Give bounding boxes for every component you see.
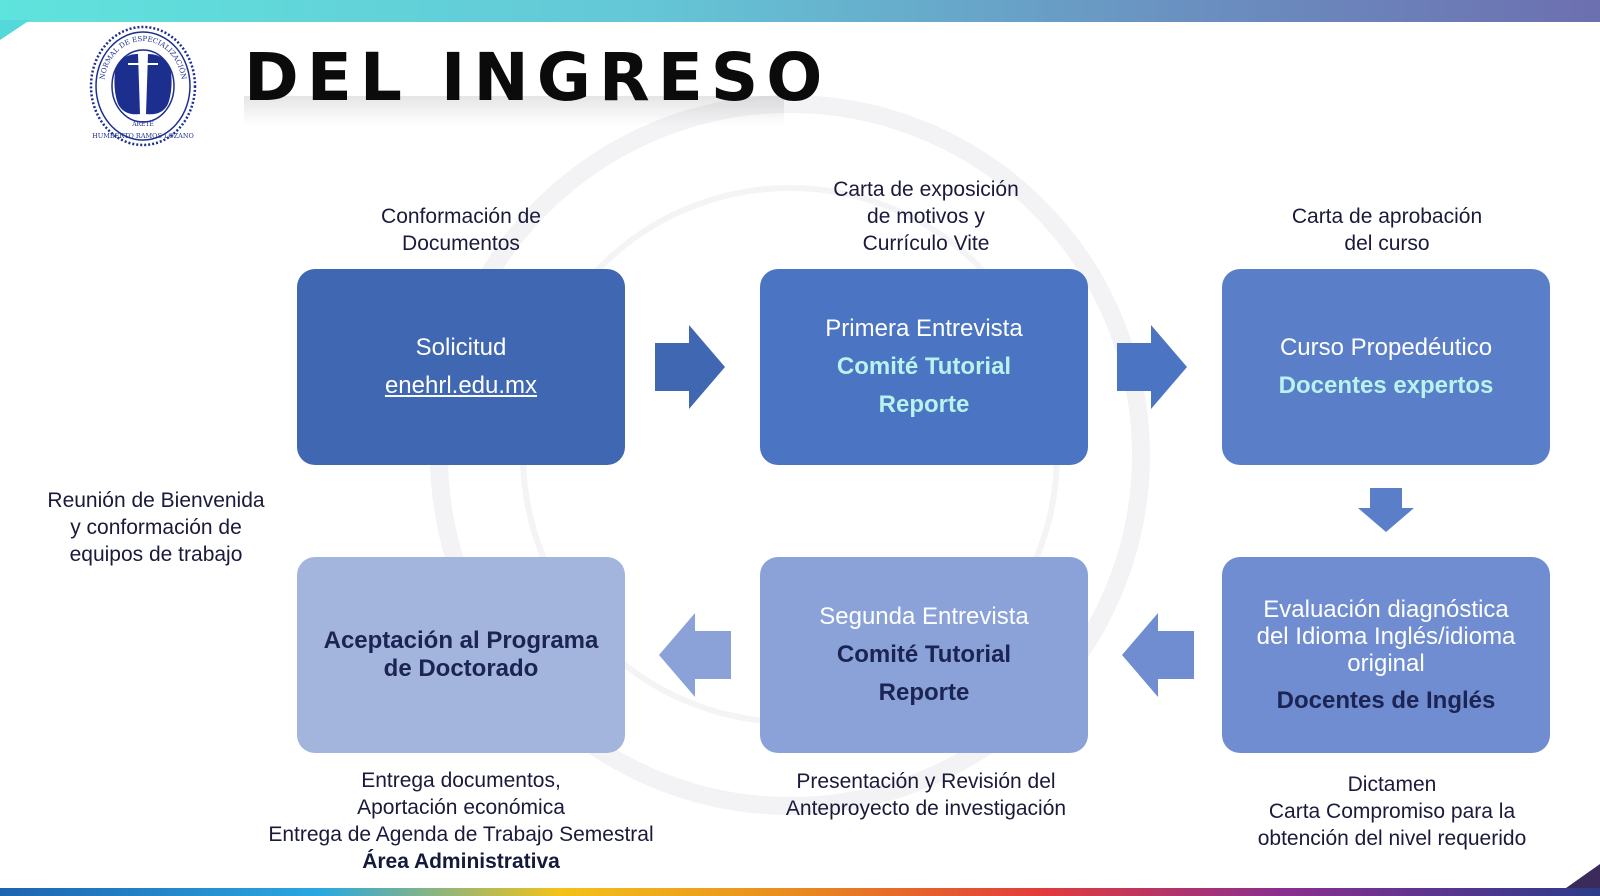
box-title: Primera Entrevista [825, 315, 1023, 342]
top-gradient-bar [0, 0, 1600, 22]
arrow-left-icon [1122, 613, 1194, 697]
caption-step6-bottom: Entrega documentos, Aportación económica… [232, 767, 690, 875]
box-title: Segunda Entrevista [819, 603, 1029, 630]
caption-line: Carta de exposición [833, 178, 1019, 201]
caption-line: Carta Compromiso para la [1268, 800, 1516, 823]
bottom-color-bar [0, 888, 1600, 896]
caption-line: y conformación de [70, 516, 242, 539]
caption-line: Aportación económica [357, 796, 565, 819]
caption-line: obtención del nivel requerido [1257, 827, 1527, 850]
caption-line: Carta de aprobación [1291, 205, 1483, 228]
caption-line: Documentos [402, 232, 520, 255]
box-title: Aceptación al Programa [323, 627, 599, 654]
caption-line: de motivos y [867, 205, 985, 228]
caption-step3-top: Carta de aprobación del curso [1222, 203, 1552, 257]
arrow-right-icon [655, 325, 725, 409]
caption-line: Conformación de [381, 205, 541, 228]
logo-motto: ARETÉ [131, 120, 154, 128]
caption-line: equipos de trabajo [69, 543, 243, 566]
box-output: Reporte [878, 391, 970, 418]
box-output: Reporte [878, 679, 970, 706]
caption-line: Entrega documentos, [361, 769, 561, 792]
step-aceptacion: Aceptación al Programa de Doctorado [297, 557, 625, 753]
box-title-cont: original [1347, 650, 1425, 677]
caption-line: Reunión de Bienvenida [47, 489, 265, 512]
caption-left-side: Reunión de Bienvenida y conformación de … [20, 487, 292, 568]
arrow-right-icon [1117, 325, 1187, 409]
website-link[interactable]: enehrl.edu.mx [384, 372, 538, 399]
institution-logo: NORMAL DE ESPECIALIZACIÓN ARETÉ HUMBERTO… [89, 25, 197, 147]
box-title-cont: de Doctorado [383, 655, 539, 682]
caption-line: Currículo Vite [862, 232, 990, 255]
step-curso-propedeutico: Curso Propedéutico Docentes expertos [1222, 269, 1550, 465]
box-title: Evaluación diagnóstica [1263, 596, 1509, 623]
caption-step1-top: Conformación de Documentos [297, 203, 625, 257]
step-solicitud: Solicitud enehrl.edu.mx [297, 269, 625, 465]
box-title-cont: del Idioma Inglés/idioma [1256, 623, 1516, 650]
caption-line: Área Administrativa [362, 850, 560, 873]
caption-line: Anteproyecto de investigación [785, 797, 1067, 820]
step-segunda-entrevista: Segunda Entrevista Comité Tutorial Repor… [760, 557, 1088, 753]
caption-step2-top: Carta de exposición de motivos y Currícu… [760, 176, 1092, 257]
arrow-left-icon [659, 613, 731, 697]
page-title: DEL INGRESO [244, 39, 831, 116]
top-corner-triangle [0, 20, 30, 40]
caption-line: Dictamen [1347, 773, 1437, 796]
title-shadow [244, 96, 784, 126]
arrow-down-icon [1358, 488, 1414, 532]
step-primera-entrevista: Primera Entrevista Comité Tutorial Repor… [760, 269, 1088, 465]
caption-line: del curso [1344, 232, 1430, 255]
bottom-corner-triangle [1566, 864, 1600, 888]
box-title: Solicitud [415, 334, 507, 361]
caption-line: Entrega de Agenda de Trabajo Semestral [268, 823, 654, 846]
caption-step5-bottom: Presentación y Revisión del Anteproyecto… [760, 768, 1092, 822]
box-responsible: Docentes expertos [1278, 372, 1494, 399]
box-responsible: Docentes de Inglés [1276, 687, 1496, 714]
caption-line: Presentación y Revisión del [796, 770, 1056, 793]
caption-step4-bottom: Dictamen Carta Compromiso para la obtenc… [1222, 771, 1562, 852]
box-responsible: Comité Tutorial [836, 353, 1012, 380]
step-evaluacion-ingles: Evaluación diagnóstica del Idioma Inglés… [1222, 557, 1550, 753]
box-title: Curso Propedéutico [1279, 334, 1493, 361]
logo-ring-bottom-text: HUMBERTO RAMOS LOZANO [92, 132, 194, 140]
box-responsible: Comité Tutorial [836, 641, 1012, 668]
